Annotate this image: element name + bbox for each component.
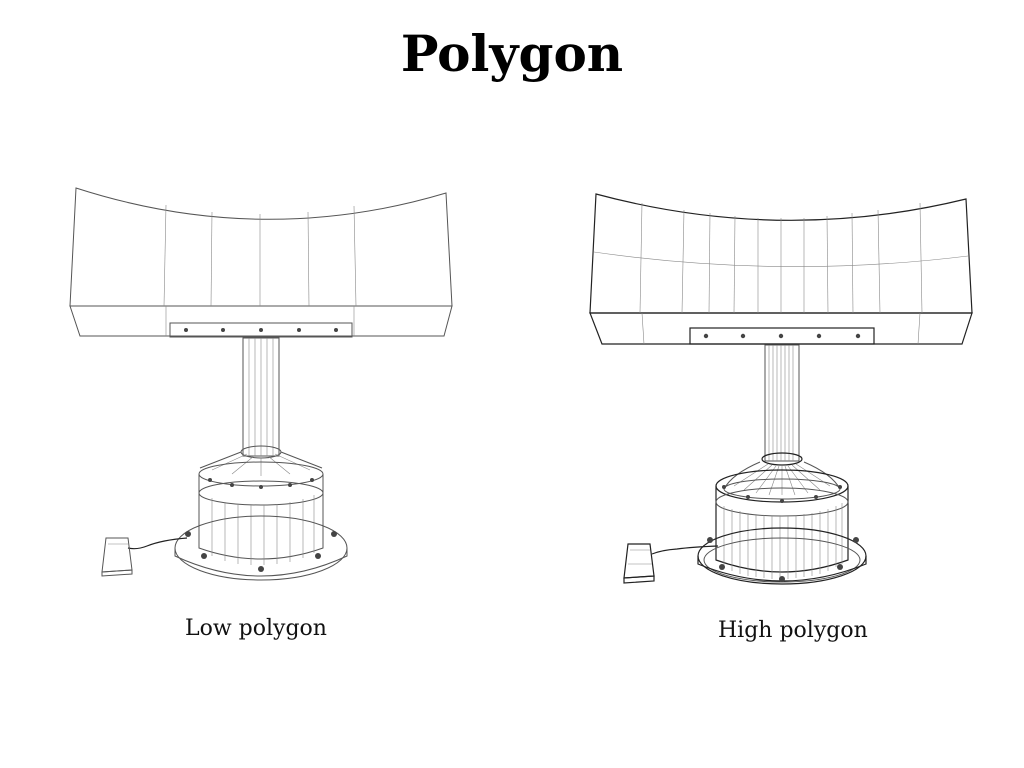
page-title: Polygon [400, 24, 624, 83]
low-polygon-caption: Low polygon [185, 616, 327, 641]
high-poly-wireframe-model [582, 184, 982, 594]
high-polygon-caption: High polygon [718, 618, 868, 643]
low-poly-wireframe-model [62, 178, 462, 588]
